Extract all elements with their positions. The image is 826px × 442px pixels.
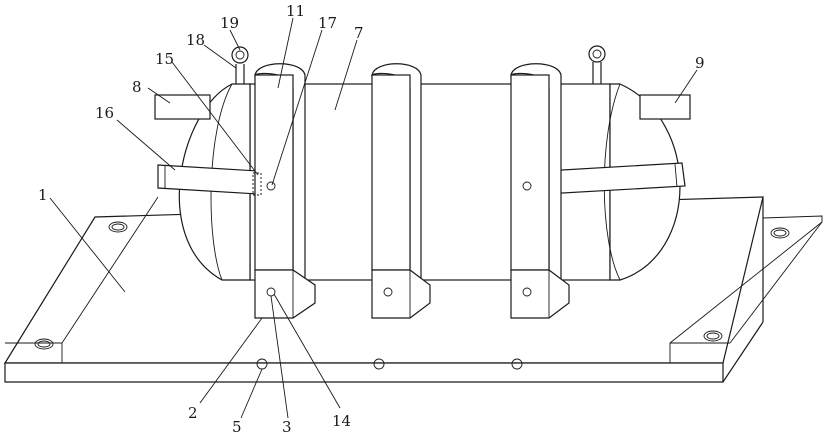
label-5: 5	[232, 418, 242, 436]
clamp-band-middle	[371, 63, 431, 319]
label-19: 19	[220, 14, 239, 32]
mounting-hole-icon	[34, 338, 54, 350]
bolt-hole-icon	[266, 181, 276, 191]
label-9: 9	[695, 54, 705, 72]
bolt-hole-icon	[522, 181, 532, 191]
label-14: 14	[332, 412, 351, 430]
label-15: 15	[155, 50, 174, 68]
front-hole-icon	[373, 358, 385, 370]
mounting-hole-icon	[703, 330, 723, 342]
label-17: 17	[318, 14, 337, 32]
lifting-eye-right	[588, 45, 606, 84]
mounting-hole-icon	[108, 221, 128, 233]
clamp-band-right	[510, 63, 570, 319]
mounting-hole-icon	[770, 227, 790, 239]
label-7: 7	[354, 24, 364, 42]
label-2: 2	[188, 404, 198, 422]
label-16: 16	[95, 104, 114, 122]
label-11: 11	[286, 2, 305, 20]
reference-labels: 1 2 3 5 7 8 9 11 14 15 16 17 18 19	[38, 2, 705, 436]
label-18: 18	[186, 31, 205, 49]
clamp-band-left	[252, 63, 316, 319]
bolt-hole-icon	[522, 287, 532, 297]
leader-lines	[49, 17, 698, 419]
lifting-eye-left	[231, 46, 249, 84]
bolt-hole-icon	[383, 287, 393, 297]
label-3: 3	[282, 418, 292, 436]
label-8: 8	[132, 78, 142, 96]
label-1: 1	[38, 186, 48, 204]
right-pipe	[639, 94, 691, 120]
front-hole-icon	[511, 358, 523, 370]
